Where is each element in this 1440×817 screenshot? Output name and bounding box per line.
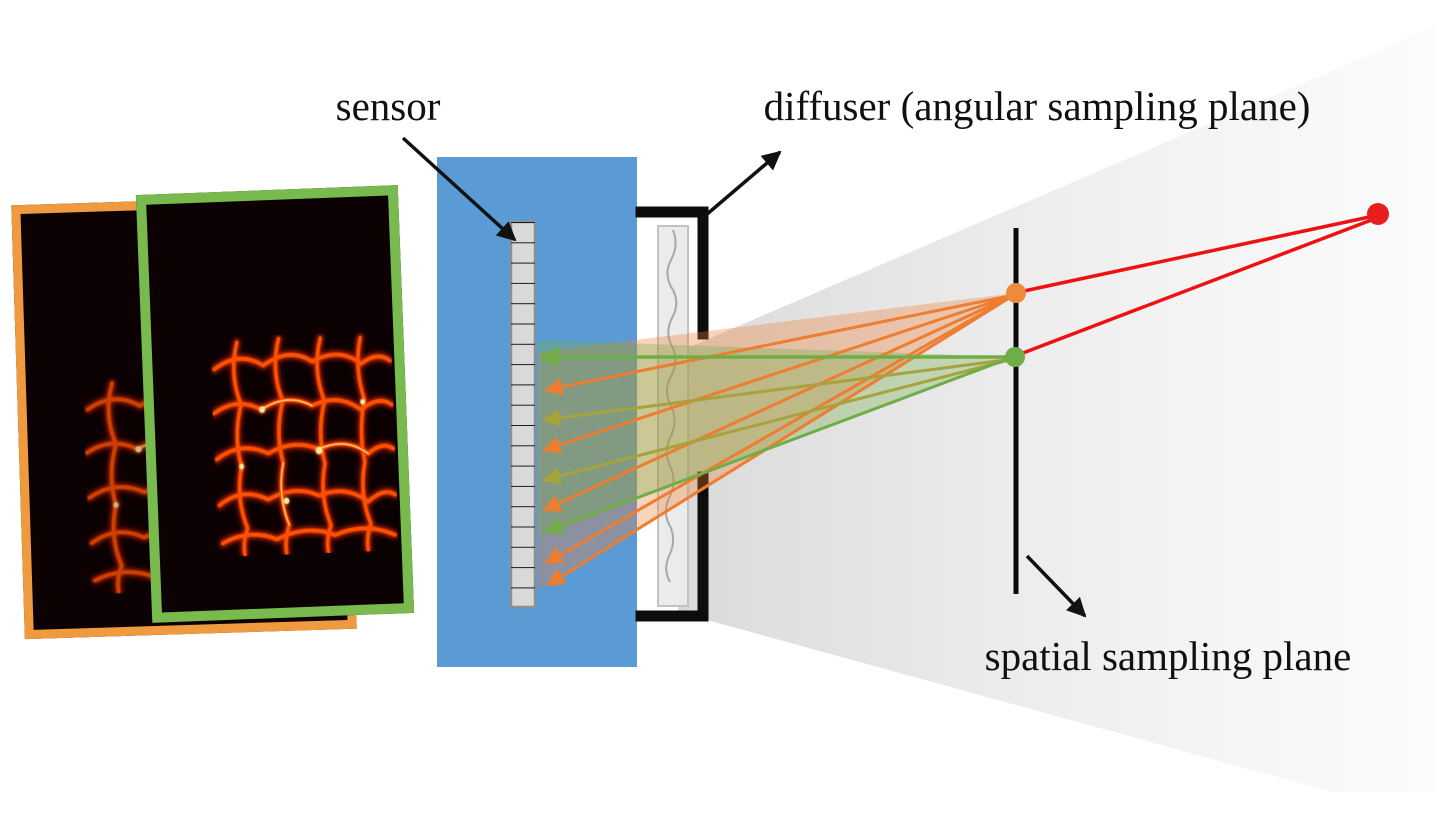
green-sample-point	[1005, 347, 1025, 367]
diffuser-mount-top	[635, 206, 709, 340]
red-point-source	[1367, 203, 1389, 225]
olive-ray	[542, 357, 1014, 485]
spatial-plane-label: spatial sampling plane	[984, 633, 1352, 679]
diffuser-label: diffuser (angular sampling plane)	[763, 83, 1311, 129]
cell-network-image	[209, 330, 399, 557]
sensor-pixel-array	[509, 220, 537, 609]
diffuser-label-arrow	[697, 150, 782, 223]
red-ray	[1023, 214, 1375, 293]
spatial-plane-label-arrow	[1025, 554, 1087, 618]
orange-ray	[542, 293, 1015, 454]
orange-ray	[544, 293, 1015, 396]
diffuser-surface-line	[665, 229, 678, 583]
sensor-label: sensor	[335, 83, 441, 129]
diffuser-mount-bottom	[635, 471, 709, 622]
orange-ray	[542, 293, 1015, 512]
green-ray	[544, 355, 1014, 535]
orange-ray	[544, 293, 1015, 565]
green-ray-fan	[538, 340, 1015, 535]
sensor-label-arrow	[401, 136, 517, 242]
red-ray	[1022, 217, 1375, 355]
sensor-body	[437, 157, 637, 667]
orange-ray-fan	[538, 293, 1016, 590]
olive-ray	[542, 357, 1014, 427]
orange-sample-point	[1006, 283, 1026, 303]
sensor-pixel-ticks	[511, 222, 535, 607]
diffuser-strip	[657, 225, 689, 607]
orange-ray	[546, 293, 1015, 587]
green-framed-image	[135, 185, 415, 623]
